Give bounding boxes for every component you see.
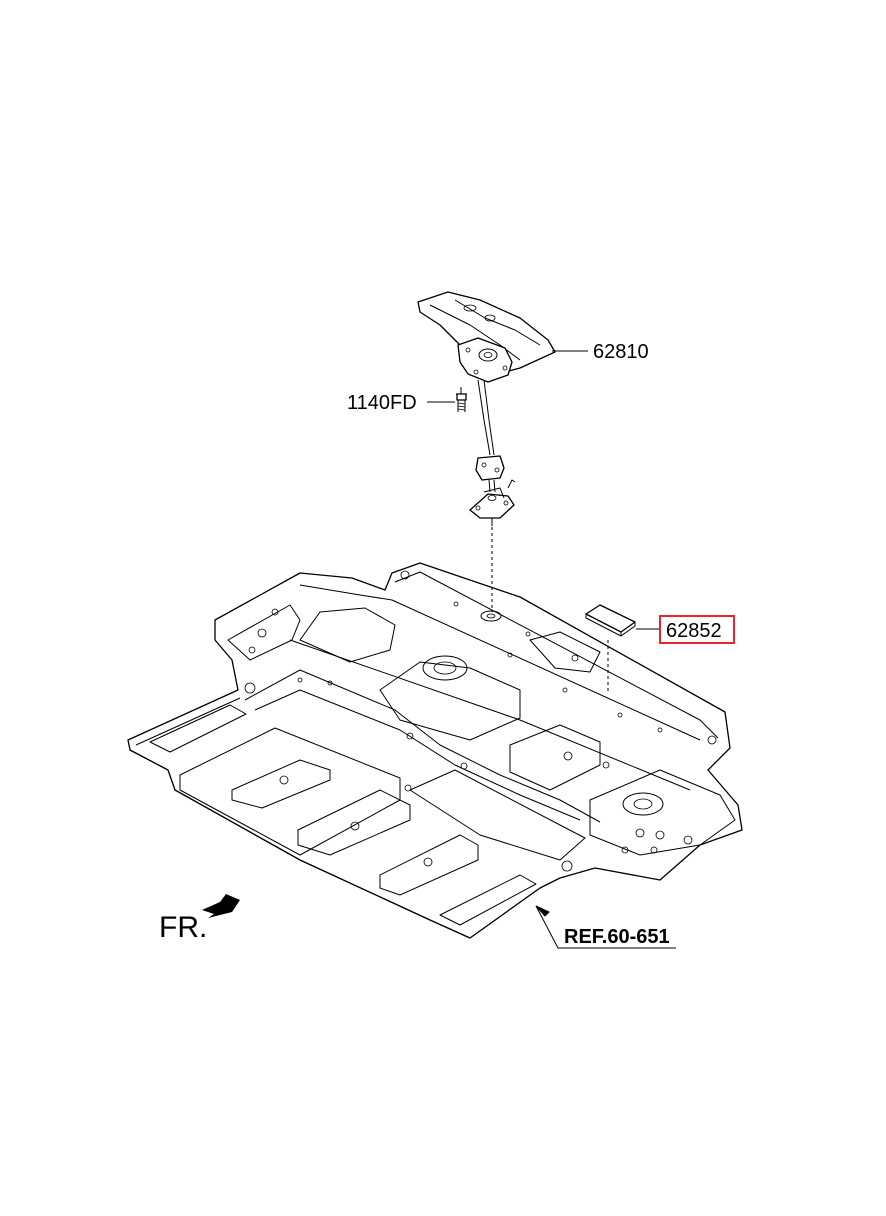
bolt-1140fd bbox=[456, 387, 467, 412]
callout-1140fd: 1140FD bbox=[347, 392, 455, 414]
callout-reference: REF.60-651 bbox=[535, 905, 676, 949]
callout-62810-label: 62810 bbox=[593, 341, 649, 363]
front-label: FR. bbox=[159, 911, 207, 944]
reference-label: REF.60-651 bbox=[564, 926, 670, 948]
rear-floor-panel bbox=[127, 562, 743, 939]
callout-62852: 62852 bbox=[636, 615, 735, 644]
highlight-box bbox=[659, 615, 735, 644]
front-arrow-icon bbox=[202, 894, 240, 918]
callout-62852-label: 62852 bbox=[666, 620, 722, 642]
callout-62810: 62810 bbox=[552, 341, 649, 363]
front-direction-indicator: FR. bbox=[159, 894, 240, 944]
spare-tire-carrier-assembly bbox=[417, 291, 556, 612]
callout-1140fd-label: 1140FD bbox=[347, 392, 417, 414]
floor-pad-62852 bbox=[585, 604, 636, 692]
